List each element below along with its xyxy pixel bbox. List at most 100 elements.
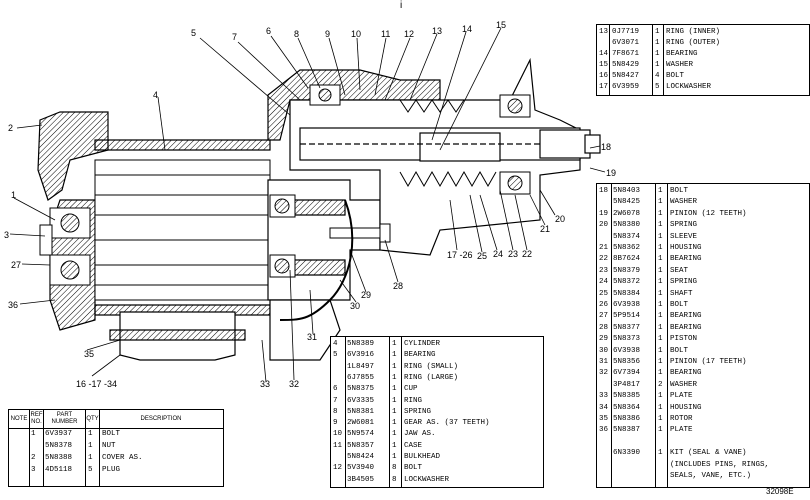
- cell-desc: SEALS, VANE, ETC.): [670, 472, 752, 480]
- cell-qty: 8: [392, 464, 397, 473]
- cell-part: 5N8381: [347, 407, 375, 416]
- cell-qty: 1: [392, 373, 397, 382]
- cell-qty: 1: [658, 187, 663, 195]
- legend-header-desc: DESCRIPTION: [140, 416, 182, 422]
- cell-qty: 1: [655, 28, 660, 36]
- cell-qty: 1: [392, 351, 397, 360]
- cell-desc: BEARING: [670, 312, 702, 321]
- callout-28: 28: [393, 281, 403, 291]
- cell-part: 5N8373: [613, 335, 641, 344]
- callout-32: 32: [289, 379, 299, 389]
- cell-desc: CYLINDER: [404, 340, 441, 348]
- cell-ref: 27: [599, 312, 609, 321]
- callout-2: 2: [8, 123, 13, 133]
- cell-ref: 34: [599, 403, 609, 412]
- cell-qty: 1: [658, 369, 663, 378]
- callout-8: 8: [294, 29, 299, 39]
- springs: [399, 99, 497, 188]
- cell-ref: 11: [333, 441, 343, 450]
- callout-29: 29: [361, 290, 371, 300]
- cell-qty: 2: [658, 380, 663, 389]
- cell-ref: 23: [599, 266, 609, 275]
- cell-qty: 1: [658, 198, 663, 207]
- callout-11: 11: [381, 29, 390, 39]
- cell-part: 5V3940: [347, 464, 375, 473]
- cell-qty: 1: [658, 278, 663, 287]
- callout-20: 20: [555, 214, 565, 224]
- cell-desc: SHAFT: [670, 289, 693, 298]
- top-mark: i: [400, 0, 403, 11]
- cell-desc: SPRING: [404, 407, 432, 416]
- cell-ref: 10: [333, 430, 343, 439]
- cell-desc: RING (SMALL): [404, 362, 459, 371]
- cell-part: 5N8427: [612, 72, 640, 80]
- cell-qty: 1: [392, 441, 397, 450]
- cell-ref: 12: [333, 464, 343, 473]
- cell-qty: 1: [655, 61, 660, 69]
- cell-ref: 17: [599, 83, 609, 91]
- cell-qty: 1: [88, 442, 93, 450]
- cell-part: 3P4817: [613, 380, 641, 389]
- callout-13: 13: [432, 26, 442, 36]
- callout-6: 6: [266, 26, 271, 36]
- callout-36: 36: [8, 300, 18, 310]
- cell-part: 6V3959: [612, 83, 640, 91]
- cell-ref: 18: [599, 187, 609, 195]
- cell-desc: BOLT: [670, 346, 689, 355]
- cell-part: 5N8374: [613, 232, 641, 241]
- cell-qty: 1: [392, 419, 397, 428]
- cell-desc: (INCLUDES PINS, RINGS,: [670, 460, 770, 469]
- callout-labels: 1 2 3 4 5 6 7 8 9 10 11 12 13 14 15 16 -…: [4, 20, 616, 389]
- cell-desc: PLATE: [670, 426, 693, 435]
- cell-desc: BEARING: [670, 255, 702, 264]
- table-row: SEALS, VANE, ETC.): [597, 471, 809, 482]
- cell-qty: 5: [88, 466, 93, 474]
- cell-desc: BULKHEAD: [404, 453, 441, 461]
- callout-15: 15: [496, 20, 506, 30]
- callout-7: 7: [232, 32, 237, 42]
- leader-lines: [9, 27, 606, 383]
- cell-qty: 1: [658, 335, 663, 344]
- cell-ref: 28: [599, 323, 609, 332]
- cell-ref: 13: [599, 28, 609, 36]
- cell-part: 5N8424: [347, 453, 375, 461]
- cell-part: 0J7719: [612, 28, 640, 36]
- cell-desc: SLEEVE: [670, 232, 698, 241]
- cell-ref: 31: [599, 358, 609, 366]
- callout-9: 9: [325, 29, 330, 39]
- cell-desc: CUP: [404, 385, 418, 394]
- cell-qty: 1: [658, 323, 663, 332]
- cell-part: 6V3938: [613, 301, 641, 309]
- cell-desc: BEARING: [670, 323, 702, 332]
- cell-desc: JAW AS.: [404, 430, 436, 439]
- table-row: [597, 437, 809, 448]
- cell-ref: 25: [599, 289, 609, 298]
- cell-qty: 1: [658, 312, 663, 321]
- cell-part: 5N8357: [347, 441, 375, 450]
- cell-desc: ROTOR: [670, 415, 693, 423]
- cell-part: 6V3938: [613, 346, 641, 355]
- cell-qty: 5: [655, 83, 660, 91]
- callout-31: 31: [307, 332, 317, 342]
